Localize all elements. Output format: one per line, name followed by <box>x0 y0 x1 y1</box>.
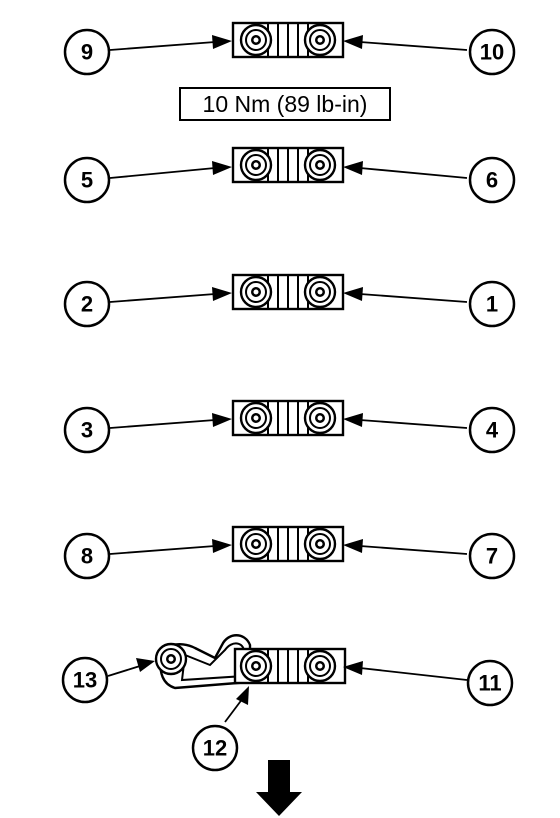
callout-2: 2 <box>63 280 111 328</box>
bearing-cap-row-6 <box>154 634 347 690</box>
svg-text:13: 13 <box>73 668 97 693</box>
svg-text:3: 3 <box>81 418 93 443</box>
svg-text:1: 1 <box>486 292 498 317</box>
bearing-cap-row-4 <box>233 401 343 435</box>
callout-9: 9 <box>63 28 111 76</box>
callout-4: 4 <box>468 406 516 454</box>
svg-text:2: 2 <box>81 292 93 317</box>
callout-7: 7 <box>468 532 516 580</box>
svg-text:6: 6 <box>486 168 498 193</box>
bearing-cap-row-5 <box>233 527 343 561</box>
callout-11: 11 <box>466 659 514 707</box>
svg-text:7: 7 <box>486 544 498 569</box>
leader-lines <box>107 35 468 723</box>
callout-5: 5 <box>63 156 111 204</box>
callout-1: 1 <box>468 280 516 328</box>
svg-text:11: 11 <box>478 671 501 696</box>
callout-12: 12 <box>191 724 239 772</box>
arrow-down-icon <box>256 760 302 816</box>
svg-text:4: 4 <box>486 418 499 443</box>
callout-10: 10 <box>468 28 516 76</box>
callout-6: 6 <box>468 156 516 204</box>
bearing-cap-row-2 <box>233 148 343 182</box>
svg-text:10: 10 <box>480 40 504 65</box>
bearing-cap-row-1 <box>233 23 343 57</box>
torque-spec-label: 10 Nm (89 lb-in) <box>203 91 368 117</box>
svg-text:8: 8 <box>81 544 93 569</box>
callout-3: 3 <box>63 406 111 454</box>
svg-text:5: 5 <box>81 168 93 193</box>
callout-8: 8 <box>63 532 111 580</box>
callout-13: 13 <box>61 656 109 704</box>
svg-text:12: 12 <box>203 736 227 761</box>
bearing-cap-row-3 <box>233 275 343 309</box>
svg-text:9: 9 <box>81 40 93 65</box>
torque-spec-box: 10 Nm (89 lb-in) <box>179 87 391 121</box>
